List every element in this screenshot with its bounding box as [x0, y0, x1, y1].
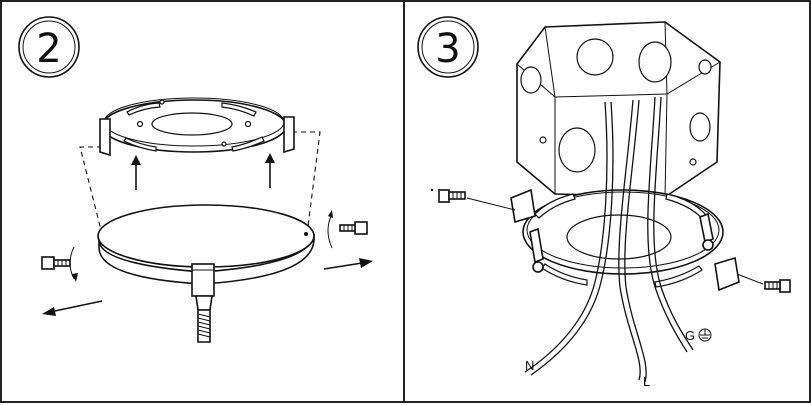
- step-2-badge: 2: [18, 16, 80, 78]
- stem-threads: [197, 313, 211, 338]
- lift-arrows: [131, 153, 275, 190]
- step-3-panel: 3: [405, 0, 811, 403]
- junction-box: [516, 21, 721, 198]
- ground-wire-label: G: [685, 328, 695, 343]
- step-3-number: 3: [435, 26, 460, 72]
- right-screw: [327, 210, 368, 249]
- step-2-number: 2: [36, 26, 61, 72]
- wires: [524, 96, 694, 383]
- canopy: [97, 204, 315, 343]
- earth-ground-symbol-icon: [698, 328, 712, 342]
- alignment-guides: [79, 131, 321, 235]
- step-2-illustration: 2: [18, 16, 373, 343]
- rotate-arrows: [42, 258, 373, 316]
- left-screw: [41, 246, 78, 282]
- step-3-illustration: 3: [417, 16, 791, 389]
- live-wire-label: L: [643, 374, 650, 389]
- step-2-panel: 2: [0, 0, 405, 403]
- right-bracket-screw: [736, 273, 791, 293]
- left-bracket-screw: [430, 188, 516, 211]
- neutral-wire-label: N: [525, 358, 534, 373]
- step-3-badge: 3: [417, 16, 479, 78]
- mounting-bracket: [99, 97, 295, 157]
